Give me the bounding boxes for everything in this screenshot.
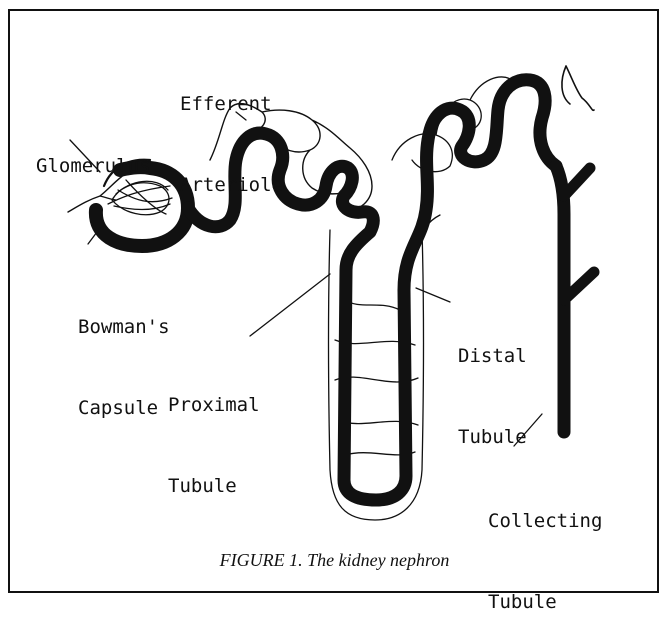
proximal-tubule-label: Proximal Tubule (168, 338, 260, 527)
glomerulus-label: Glomerulus (36, 99, 150, 207)
bowmans-capsule-label: Bowman's Capsule (78, 260, 170, 449)
efferent-arteriole-label: Efferent Arteriole (180, 37, 283, 226)
collecting-tubule-branch-upper (564, 168, 590, 196)
distal-tubule-label: Distal Tubule (458, 289, 527, 478)
efferent-arteriole-vessel (562, 66, 594, 110)
figure-caption: FIGURE 1. The kidney nephron (0, 550, 669, 571)
collecting-tubule-label: Collecting Tubule (488, 454, 602, 643)
